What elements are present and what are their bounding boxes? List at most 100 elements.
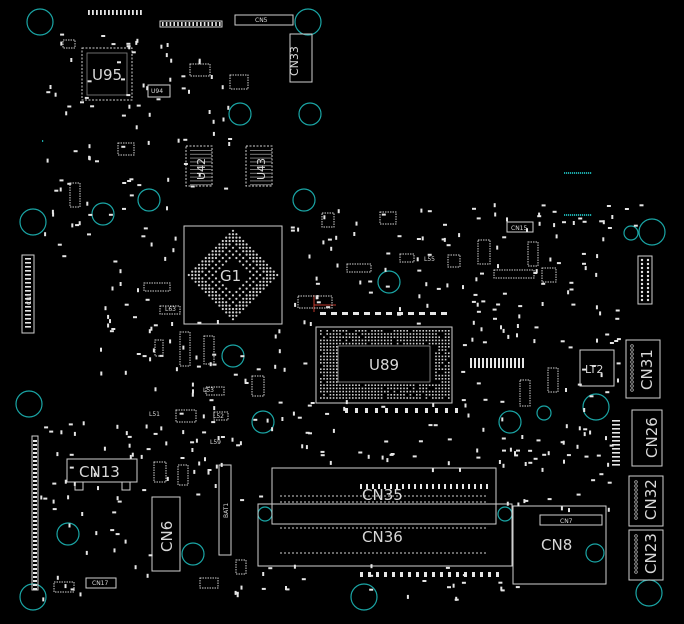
smd-pad [608, 482, 612, 484]
smd-pad [542, 302, 544, 306]
smd-pad [304, 320, 306, 324]
bga-ball [422, 343, 424, 345]
bga-ball [323, 375, 325, 377]
smd-pad [599, 311, 601, 315]
bga-ball [438, 368, 440, 370]
smd-pad [516, 333, 518, 337]
smd-pad [127, 45, 131, 47]
bga-ball [215, 250, 217, 252]
smd-pad [502, 358, 504, 368]
bga-ball [256, 260, 258, 262]
smd-pad [524, 500, 528, 502]
bga-ball [390, 394, 392, 396]
bga-ball [342, 391, 344, 393]
smd-pad [224, 188, 228, 190]
smd-pad [408, 572, 411, 577]
bga-ball [326, 349, 328, 351]
smd-pad [130, 455, 132, 459]
smd-pad [605, 334, 609, 336]
smd-pad [517, 503, 519, 507]
bga-ball [397, 384, 399, 386]
smd-pad [237, 593, 239, 597]
label-cn1: CN1 [26, 292, 33, 305]
bga-ball [378, 394, 380, 396]
bga-ball [246, 301, 248, 303]
smd-pad [197, 322, 201, 324]
smd-pad [500, 325, 502, 329]
bga-ball [358, 391, 360, 393]
bga-ball [435, 388, 437, 390]
smd-pad [488, 572, 491, 577]
connector-pin [196, 22, 198, 26]
smd-pad [262, 588, 266, 590]
smd-pad [368, 455, 370, 459]
smd-pad [74, 432, 76, 436]
smd-pad [136, 125, 138, 129]
smd-pad [169, 339, 171, 343]
smd-pad [605, 436, 607, 440]
label-l59: L59 [210, 439, 221, 446]
smd-pad [468, 414, 470, 418]
bga-ball [403, 394, 405, 396]
bga-ball [346, 330, 348, 332]
bga-ball [365, 340, 367, 342]
smd-pad [640, 204, 644, 206]
bga-ball [232, 247, 234, 249]
bga-ball [336, 343, 338, 345]
smd-pad [418, 294, 420, 298]
bga-ball [365, 391, 367, 393]
bga-ball [387, 343, 389, 345]
bga-ball [435, 359, 437, 361]
label-lt2: LT2 [585, 363, 603, 376]
test-point [568, 214, 569, 216]
bga-ball [403, 340, 405, 342]
smd-pad [60, 42, 62, 46]
bga-ball [368, 340, 370, 342]
bga-ball [235, 291, 237, 293]
bga-ball [336, 356, 338, 358]
smd-pad [443, 224, 447, 226]
bga-ball [320, 356, 322, 358]
bga-ball [201, 264, 203, 266]
bga-ball [362, 391, 364, 393]
bga-ball [397, 397, 399, 399]
smd-pad [197, 366, 201, 368]
smd-pad [126, 431, 128, 435]
smd-pad [125, 371, 127, 375]
bga-ball [342, 384, 344, 386]
bga-ball [371, 343, 373, 345]
smd-pad [395, 408, 398, 413]
bga-ball [387, 336, 389, 338]
bga-ball [330, 381, 332, 383]
bga-ball [397, 336, 399, 338]
bga-ball [445, 346, 447, 348]
smd-pad [444, 484, 446, 489]
connector-pin [33, 484, 37, 486]
bga-ball [225, 254, 227, 256]
smd-pad [240, 355, 244, 357]
smd-pad [44, 426, 48, 428]
smd-pad [426, 484, 428, 489]
bga-ball [381, 340, 383, 342]
bga-ball [222, 291, 224, 293]
bga-ball [442, 375, 444, 377]
bga-ball [229, 237, 231, 239]
bga-ball [416, 397, 418, 399]
bga-ball [387, 388, 389, 390]
smd-pad [493, 318, 497, 320]
bga-ball [330, 346, 332, 348]
smd-pad [262, 572, 264, 576]
bga-ball [342, 330, 344, 332]
bga-ball [333, 359, 335, 361]
bga-ball [349, 391, 351, 393]
bga-ball [195, 277, 197, 279]
smd-pad [182, 87, 186, 89]
smd-pad [477, 217, 481, 219]
bga-ball [378, 330, 380, 332]
smd-pad [384, 441, 388, 443]
smd-pad [213, 406, 215, 410]
connector-pin [211, 22, 213, 26]
bga-ball [362, 343, 364, 345]
bga-ball [339, 333, 341, 335]
connector-pin [25, 306, 31, 308]
